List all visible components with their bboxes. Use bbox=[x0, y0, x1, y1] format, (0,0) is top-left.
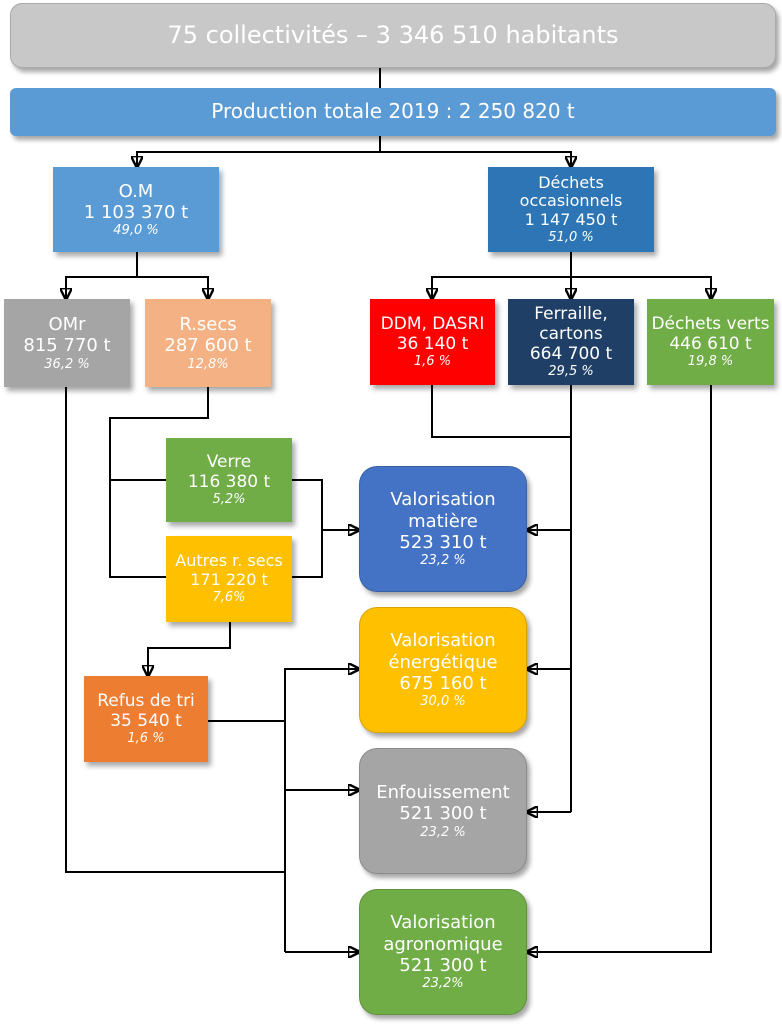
val-matiere-label2: matière bbox=[408, 510, 478, 532]
val-energie-label2: énergétique bbox=[388, 651, 498, 673]
val-energie-value: 675 160 t bbox=[399, 672, 487, 694]
val-agro-label2: agronomique bbox=[383, 933, 503, 955]
link-autres-refus bbox=[148, 622, 231, 676]
link-verre-matiere bbox=[292, 479, 359, 530]
omr-box: OMr 815 770 t 36,2 % bbox=[4, 299, 130, 387]
ferraille-box: Ferraille, cartons 664 700 t 29,5 % bbox=[508, 299, 634, 385]
autres-box: Autres r. secs 171 220 t 7,6% bbox=[166, 536, 292, 622]
verre-pct: 5,2% bbox=[212, 492, 246, 508]
title-text: 75 collectivités – 3 346 510 habitants bbox=[167, 21, 619, 50]
val-matiere-label1: Valorisation bbox=[390, 489, 496, 511]
val-agro-value: 521 300 t bbox=[399, 954, 487, 976]
ferraille-pct: 29,5 % bbox=[548, 364, 594, 380]
link-production-om bbox=[137, 136, 381, 167]
autres-pct: 7,6% bbox=[212, 590, 246, 606]
val-matiere-box: Valorisation matière 523 310 t 23,2 % bbox=[359, 466, 527, 592]
link-occ-ddm bbox=[432, 252, 572, 299]
autres-label: Autres r. secs bbox=[175, 551, 283, 571]
ddm-value: 36 140 t bbox=[396, 334, 469, 355]
link-om-rsecs bbox=[137, 276, 208, 299]
link-occ-verts bbox=[571, 276, 711, 299]
production-box: Production totale 2019 : 2 250 820 t bbox=[10, 88, 776, 136]
omr-value: 815 770 t bbox=[23, 335, 111, 357]
occasionnels-box: Déchets occasionnels 1 147 450 t 51,0 % bbox=[488, 167, 654, 252]
enfouissement-pct: 23,2 % bbox=[420, 824, 466, 840]
om-pct: 49,0 % bbox=[113, 223, 159, 239]
val-matiere-pct: 23,2 % bbox=[420, 553, 466, 569]
verre-value: 116 380 t bbox=[187, 472, 271, 493]
rsecs-pct: 12,8% bbox=[187, 356, 229, 372]
verts-value: 446 610 t bbox=[669, 334, 752, 355]
link-autres-matiere bbox=[292, 530, 323, 578]
occasionnels-label1: Déchets bbox=[538, 172, 604, 192]
refus-pct: 1,6 % bbox=[127, 731, 165, 747]
val-energie-pct: 30,0 % bbox=[420, 694, 466, 710]
enfouissement-box: Enfouissement 521 300 t 23,2 % bbox=[359, 748, 527, 874]
link-omr-bus bbox=[65, 387, 285, 873]
occasionnels-pct: 51,0 % bbox=[548, 230, 594, 246]
ferraille-value: 664 700 t bbox=[529, 344, 613, 365]
omr-label: OMr bbox=[48, 314, 86, 336]
verts-box: Déchets verts 446 610 t 19,8 % bbox=[647, 299, 774, 385]
link-rsecs-sort bbox=[109, 387, 209, 578]
occasionnels-value: 1 147 450 t bbox=[524, 210, 618, 230]
val-energie-box: Valorisation énergétique 675 160 t 30,0 … bbox=[359, 607, 527, 733]
link-ddm-ferraille bbox=[431, 385, 571, 438]
autres-value: 171 220 t bbox=[190, 570, 268, 590]
rsecs-value: 287 600 t bbox=[164, 335, 252, 357]
refus-box: Refus de tri 35 540 t 1,6 % bbox=[84, 676, 208, 762]
production-text: Production totale 2019 : 2 250 820 t bbox=[211, 99, 575, 124]
occasionnels-label2: occasionnels bbox=[519, 191, 623, 211]
link-bus-energie bbox=[284, 669, 359, 952]
link-verts-agro bbox=[527, 385, 712, 952]
refus-value: 35 540 t bbox=[110, 711, 182, 732]
rsecs-box: R.secs 287 600 t 12,8% bbox=[145, 299, 271, 387]
ferraille-label1: Ferraille, bbox=[534, 304, 608, 325]
link-om-omr bbox=[66, 252, 138, 299]
val-energie-label1: Valorisation bbox=[390, 630, 496, 652]
val-agro-box: Valorisation agronomique 521 300 t 23,2% bbox=[359, 889, 527, 1015]
link-production-occasionnels bbox=[380, 151, 571, 167]
om-value: 1 103 370 t bbox=[83, 201, 189, 223]
ferraille-label2: cartons bbox=[539, 324, 603, 345]
ddm-box: DDM, DASRI 36 140 t 1,6 % bbox=[370, 299, 495, 385]
ddm-label: DDM, DASRI bbox=[380, 314, 485, 335]
enfouissement-value: 521 300 t bbox=[399, 803, 487, 825]
val-agro-label1: Valorisation bbox=[390, 912, 496, 934]
verre-label: Verre bbox=[206, 452, 252, 473]
rsecs-label: R.secs bbox=[179, 314, 237, 336]
val-matiere-value: 523 310 t bbox=[399, 531, 487, 553]
om-box: O.M 1 103 370 t 49,0 % bbox=[53, 167, 219, 252]
verre-box: Verre 116 380 t 5,2% bbox=[166, 438, 292, 522]
refus-label: Refus de tri bbox=[97, 691, 195, 712]
val-agro-pct: 23,2% bbox=[422, 976, 464, 992]
om-label: O.M bbox=[118, 180, 154, 202]
omr-pct: 36,2 % bbox=[44, 356, 90, 372]
verts-pct: 19,8 % bbox=[687, 354, 734, 370]
title-box: 75 collectivités – 3 346 510 habitants bbox=[10, 3, 776, 68]
enfouissement-label: Enfouissement bbox=[376, 782, 510, 804]
ddm-pct: 1,6 % bbox=[413, 354, 452, 370]
verts-label: Déchets verts bbox=[651, 314, 770, 335]
